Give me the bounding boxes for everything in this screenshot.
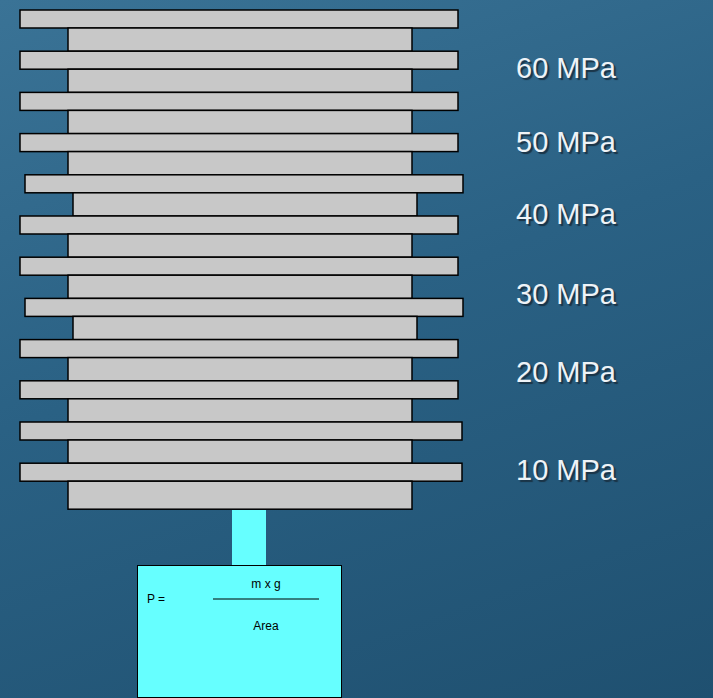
plate [68,481,412,509]
piston-stem [232,510,266,566]
plate [68,440,412,463]
plate [73,316,417,339]
plate [68,110,412,133]
plate [73,193,417,216]
plate [20,422,462,440]
pressure-label: 10 MPa [516,454,616,487]
plate [20,92,458,110]
pressure-label: 50 MPa [516,126,616,159]
plate [20,257,458,275]
plate [20,10,458,28]
plate [20,216,458,234]
plate [20,134,458,152]
plate [25,175,463,193]
pressure-label: 30 MPa [516,278,616,311]
fraction-line [213,599,319,600]
plate [25,298,463,316]
plate [68,152,412,175]
plate [68,275,412,298]
pressure-label: 20 MPa [516,356,616,389]
plate [20,51,458,69]
plate [68,28,412,51]
pressure-label: 60 MPa [516,52,616,85]
piston-box: P = m x g Area [137,565,342,698]
plate [20,463,462,481]
numerator: m x g [251,577,280,591]
denominator: Area [253,619,278,633]
plate [68,69,412,92]
plate [68,234,412,257]
plate [20,340,458,358]
fraction-bar [138,566,341,697]
plate [68,399,412,422]
pressure-label: 40 MPa [516,198,616,231]
plate [68,358,412,381]
weight-plates [20,10,463,509]
plate [20,381,458,399]
formula-lhs: P = [147,592,165,606]
